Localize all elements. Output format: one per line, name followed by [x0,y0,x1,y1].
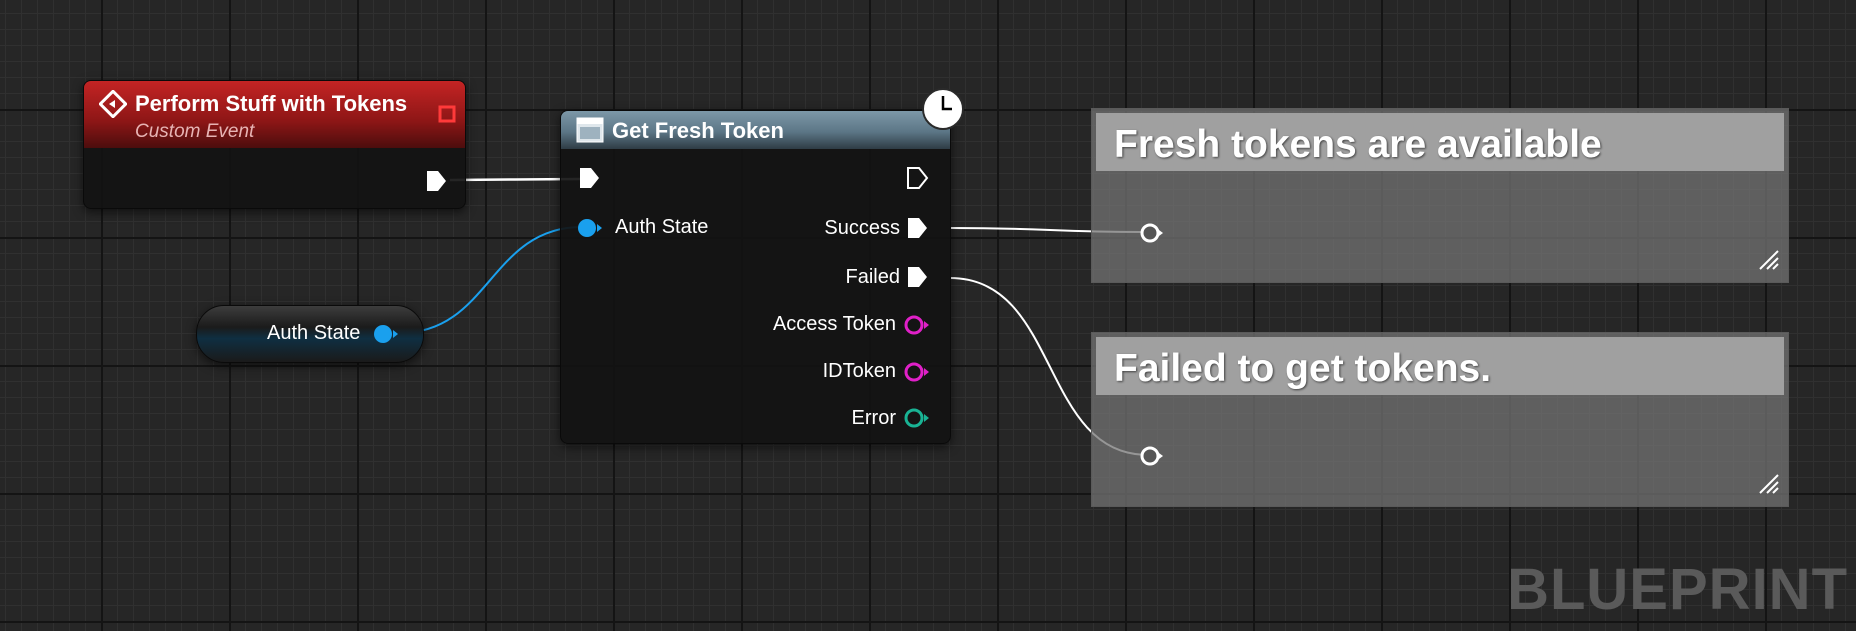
get-fresh-token-title: Get Fresh Token [612,118,784,143]
function-icon [576,117,604,148]
error-pin[interactable] [903,407,931,434]
latent-clock-icon [921,87,965,136]
reroute-pin-success[interactable] [1140,222,1166,249]
exec-out-pin-then[interactable] [906,166,930,195]
comment-failed-title: Failed to get tokens. [1114,347,1492,390]
auth-state-variable-label: Auth State [267,322,361,344]
comment-failed-tokens[interactable]: Failed to get tokens. [1091,332,1789,507]
resize-handle-icon[interactable] [1758,249,1780,276]
custom-event-header [84,81,465,148]
delegate-pin-icon[interactable] [438,105,456,128]
get-fresh-token-header [561,111,950,149]
auth-state-input-pin[interactable] [577,217,603,244]
auth-state-variable-node[interactable]: Auth State [196,305,424,363]
error-label: Error [851,407,896,429]
blueprint-watermark: BLUEPRINT [1507,557,1848,622]
failed-exec-pin[interactable] [906,265,928,294]
access-token-pin[interactable] [903,314,931,341]
comment-fresh-title-bar: Fresh tokens are available [1096,113,1784,171]
comment-failed-title-bar: Failed to get tokens. [1096,337,1784,395]
success-exec-pin[interactable] [906,216,928,245]
access-token-label: Access Token [772,313,896,335]
data-wire-auth-state [399,226,583,334]
custom-event-node[interactable]: Perform Stuff with Tokens Custom Event [83,80,466,209]
reroute-pin-failed[interactable] [1140,445,1166,472]
comment-fresh-title: Fresh tokens are available [1114,123,1602,166]
custom-event-subtitle: Custom Event [135,121,255,142]
success-label: Success [824,217,900,239]
exec-in-pin[interactable] [578,166,600,195]
get-fresh-token-node[interactable]: Get Fresh Token Auth State Success Faile… [560,110,951,444]
event-icon [98,89,128,123]
id-token-label: IDToken [822,360,896,382]
resize-handle-icon[interactable] [1758,473,1780,500]
comment-fresh-tokens[interactable]: Fresh tokens are available [1091,108,1789,283]
auth-state-output-pin[interactable] [373,323,399,350]
id-token-pin[interactable] [903,361,931,388]
auth-state-input-label: Auth State [615,216,709,238]
failed-label: Failed [845,266,900,288]
custom-event-title: Perform Stuff with Tokens [135,91,408,116]
exec-out-pin[interactable] [425,169,447,198]
